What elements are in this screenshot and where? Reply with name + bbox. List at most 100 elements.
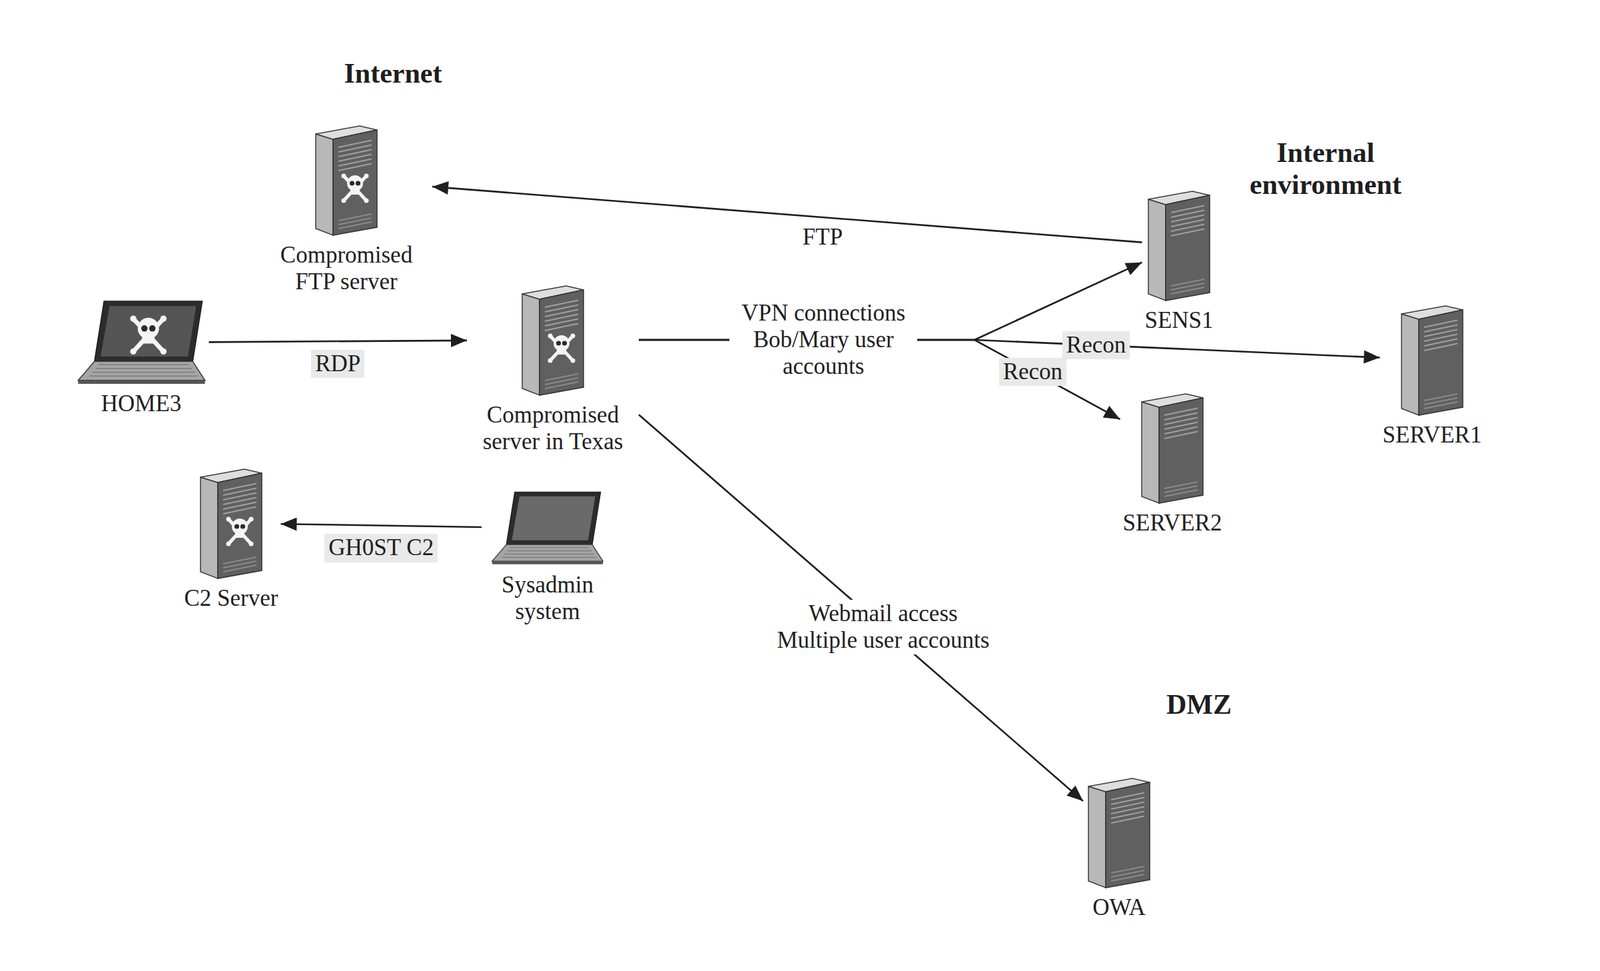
- connector: [638, 414, 1084, 801]
- cloud-bump: [1208, 859, 1288, 939]
- laptop-lid: [93, 301, 202, 362]
- skull-jaw: [556, 348, 567, 355]
- edge-label: Recon: [1062, 331, 1130, 360]
- server-icon: [313, 123, 380, 237]
- bone-knob: [129, 315, 136, 322]
- laptop-keys: [97, 364, 188, 366]
- cloud-bump: [1189, 467, 1309, 587]
- cloud-bump: [413, 46, 611, 244]
- cloud-bump: [361, 541, 524, 704]
- cloud-bump: [1304, 770, 1366, 832]
- host-node: Sysadmin system: [484, 489, 611, 626]
- cloud-layer: [1027, 103, 1593, 605]
- bone-knob: [364, 198, 370, 204]
- cloud-bump: [530, 150, 709, 330]
- skull-eye: [148, 325, 156, 332]
- server-front: [333, 129, 378, 236]
- cloud-bump: [1107, 426, 1249, 568]
- cloud-bump: [105, 462, 250, 606]
- cloud-bump: [209, 526, 385, 701]
- cloud-bump: [1120, 151, 1236, 267]
- host-label: C2 Server: [184, 584, 279, 612]
- bone-knob: [548, 333, 553, 339]
- cloud-bump: [1395, 404, 1537, 546]
- cloud-body: [116, 116, 659, 629]
- cloud-bump: [417, 504, 607, 695]
- cloud-bump: [1395, 160, 1538, 303]
- zone-heading: Internet: [344, 57, 443, 90]
- skull-symbol: [225, 516, 254, 547]
- cloud-bump: [1256, 462, 1399, 605]
- server-icon: [1085, 775, 1153, 889]
- server-front: [1418, 309, 1463, 415]
- host-label: Sysadmin system: [484, 571, 611, 626]
- laptop-edge: [77, 380, 205, 384]
- skull-eye: [140, 325, 148, 332]
- cloud-bump: [220, 536, 374, 691]
- server-front: [539, 289, 584, 396]
- cloud-body: [1092, 171, 1523, 534]
- cloud-bump: [1058, 688, 1122, 752]
- cloud-bump: [1135, 877, 1198, 939]
- cloud-bump: [351, 530, 535, 715]
- cloud-bump: [51, 182, 228, 359]
- server-front: [1165, 195, 1210, 301]
- host-node: Compromised server in Texas: [469, 283, 637, 456]
- skull-eye: [562, 340, 567, 346]
- laptop-keys: [95, 367, 192, 370]
- host-node: Compromised FTP server: [263, 123, 430, 296]
- edge-label-box: FTP: [798, 223, 847, 252]
- server-side: [1088, 786, 1106, 888]
- server-side: [1141, 401, 1160, 503]
- server-vent: [544, 381, 579, 389]
- cloud-bump: [487, 100, 658, 271]
- bone-knob: [548, 358, 553, 364]
- bone-knob: [248, 541, 254, 547]
- cloud-bump: [271, 530, 467, 726]
- connector: [280, 523, 482, 527]
- host-node: HOME3: [76, 299, 207, 417]
- skull-eye: [355, 180, 361, 186]
- cloud-bump: [61, 193, 217, 348]
- cloud-bump: [1041, 264, 1152, 375]
- server-front: [217, 472, 262, 579]
- zone-heading-box: Internal environment: [1218, 136, 1433, 202]
- cloud-bump: [35, 324, 202, 491]
- server-vent: [1424, 401, 1458, 409]
- laptop-screen: [100, 305, 196, 357]
- host-label: SERVER2: [1123, 509, 1223, 537]
- cloud-layer: [1038, 113, 1582, 594]
- server-side: [1148, 199, 1166, 301]
- bone-knob: [159, 348, 166, 355]
- cloud-bump: [487, 474, 658, 645]
- server-vent: [1171, 228, 1205, 236]
- server-vent: [1171, 287, 1205, 294]
- cloud-bump: [142, 492, 320, 670]
- cloud-bump: [39, 374, 240, 575]
- cloud-bump: [80, 113, 276, 309]
- laptop-keys: [91, 371, 195, 374]
- server-vent: [1111, 815, 1145, 823]
- network-zone: Compromised FTP serverHOME3 Compromised s…: [15, 15, 761, 730]
- cloud-bump: [1294, 760, 1377, 842]
- cloud-bump: [579, 233, 719, 373]
- zone-heading-box: Internet: [344, 57, 443, 90]
- host-node: SERVER1: [1382, 303, 1483, 449]
- edge-label-box: RDP: [311, 349, 365, 378]
- cloud-bump: [49, 385, 229, 564]
- host-label: SENS1: [1144, 307, 1213, 334]
- bone-knob: [364, 173, 370, 179]
- cloud-bump: [1356, 467, 1451, 563]
- edge-label: Recon: [999, 357, 1067, 386]
- cloud-bump: [1125, 866, 1208, 950]
- cloud-bump: [583, 297, 735, 448]
- connector: [432, 186, 1142, 243]
- cloud-bump: [1052, 845, 1128, 920]
- cloud-bump: [528, 414, 711, 597]
- cloud-body: [116, 116, 659, 629]
- skull-jaw: [235, 531, 245, 538]
- cloud-bump: [539, 425, 700, 586]
- cloud-bump: [1062, 385, 1188, 511]
- laptop-keys: [504, 553, 595, 555]
